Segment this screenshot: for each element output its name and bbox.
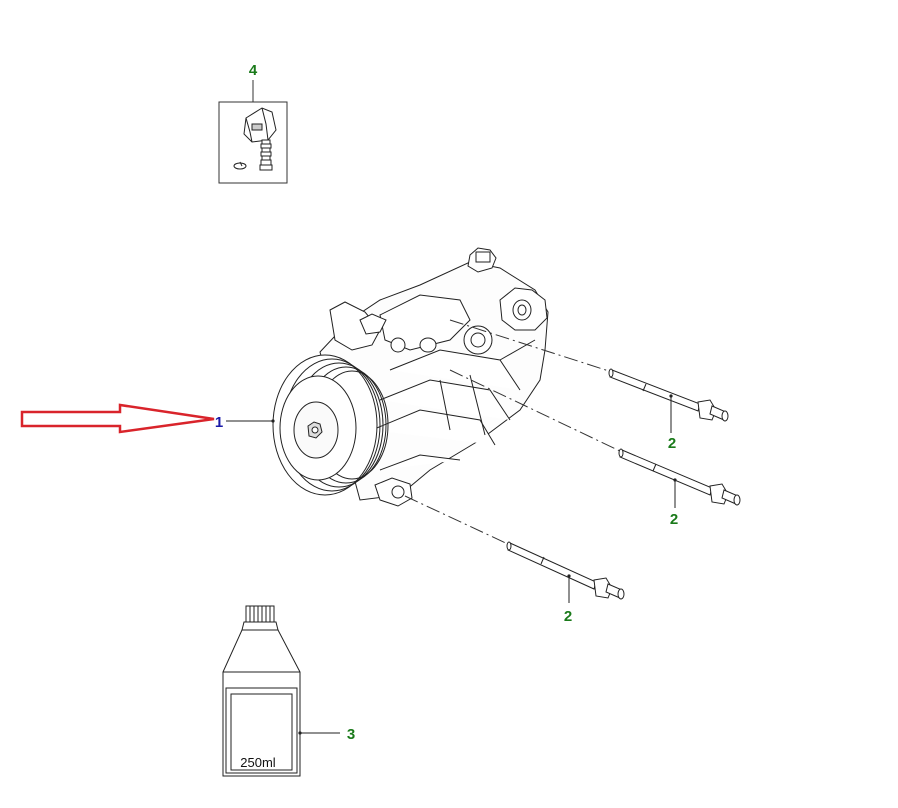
compressor [272,247,549,507]
callout-2-upper: 2 [668,435,676,452]
bottle-label: 250ml [240,755,276,770]
callout-4: 4 [249,62,258,79]
callout-3: 3 [347,726,355,743]
pointer-arrow [20,403,215,434]
callout-1: 1 [215,414,223,431]
connector-icon [233,107,277,171]
bolt-middle [618,448,741,506]
bolt-upper [608,368,729,422]
oil-bottle [222,605,301,777]
bolt-axis-lines [404,319,623,546]
callout-2-lower: 2 [564,608,572,625]
callout-2-middle: 2 [670,511,678,528]
bolt-lower [506,541,625,600]
connector-inset: 4 [218,62,288,184]
